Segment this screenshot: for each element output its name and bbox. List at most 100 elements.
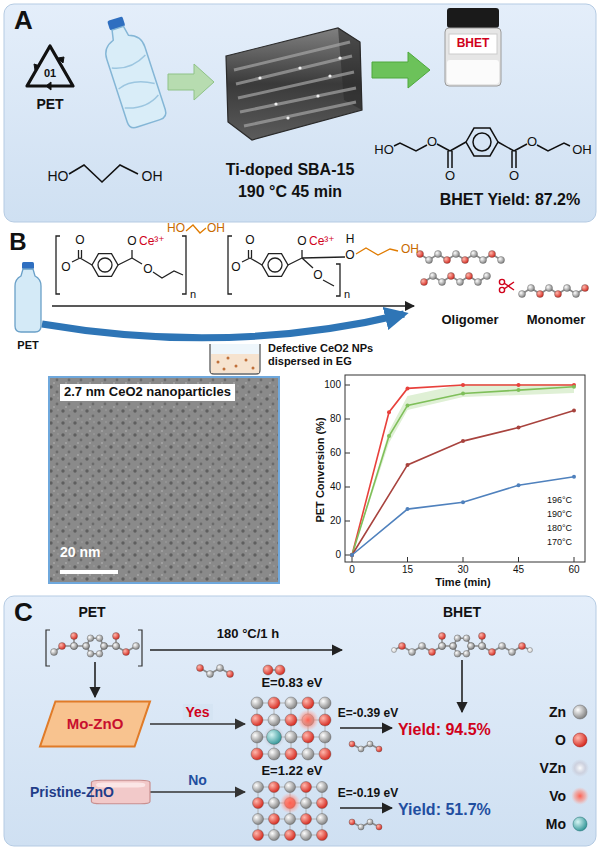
pet-chain (71, 633, 78, 640)
figure-label: Ce³⁺ (309, 235, 335, 249)
label-anchor: Ce³⁺ (309, 235, 335, 249)
label-anchor: OH (207, 222, 225, 236)
line-chart (345, 521, 350, 522)
scissors-icon (499, 287, 504, 292)
eg-molecule (69, 165, 138, 182)
scissors-icon (499, 279, 504, 284)
intermediate-structure (242, 250, 262, 265)
line-chart (345, 385, 350, 386)
bhet-vial (445, 28, 501, 86)
crystal-image: E=0.83 eV (245, 676, 339, 762)
pet-structure (56, 236, 60, 294)
reaction-arrow (340, 807, 392, 809)
beaker (210, 344, 260, 374)
label-anchor: O (313, 269, 322, 283)
pet-ring (96, 650, 103, 657)
beaker (235, 365, 238, 368)
label-anchor: O (245, 234, 254, 248)
figure-label: Time (min) (435, 576, 490, 589)
line-chart (461, 500, 465, 504)
line-chart (572, 385, 576, 389)
intermediate-structure (262, 254, 288, 277)
figure-label: O (75, 234, 84, 248)
sba15-support (286, 116, 289, 119)
crystal-lattice (302, 748, 314, 760)
label-anchor: O (61, 261, 70, 275)
figure-label: 0 (349, 564, 355, 576)
pet-ring (83, 643, 90, 650)
label-anchor: 15 (402, 564, 413, 576)
crystal-lattice (317, 798, 328, 809)
bhet-chain (468, 643, 475, 650)
bhet-vial (447, 60, 499, 84)
figure-label: O (245, 234, 254, 248)
crystal-lattice (285, 697, 297, 709)
crystal-lattice (319, 731, 331, 743)
reaction-arrow (94, 662, 96, 697)
bhet-chain (419, 643, 426, 650)
figure-label: O (313, 269, 322, 283)
figure-label: 45 (513, 564, 524, 576)
label-anchor: H (346, 233, 355, 247)
pet-chain (133, 643, 140, 650)
figure-label: HO (48, 168, 69, 184)
figure-label: E=-0.19 eV (338, 787, 398, 801)
figure-label: OH (572, 143, 592, 158)
figure-label: 190 °C 45 min (238, 183, 342, 201)
crystal-lattice (251, 748, 263, 760)
bhet-chain (499, 643, 506, 650)
intermediate-structure (336, 264, 340, 296)
bhet-ring (463, 650, 470, 657)
bhet-chain (519, 643, 526, 650)
crystal-lattice (317, 830, 328, 841)
label-anchor: n (344, 288, 350, 301)
label-anchor: HO (48, 168, 69, 184)
crystal-lattice (258, 787, 259, 835)
pet-chain (104, 646, 136, 652)
node-text: A (4, 4, 33, 36)
monomer-molecule (537, 291, 544, 298)
crystal-lattice (269, 782, 280, 793)
beaker (210, 344, 260, 374)
line-chart (345, 487, 350, 488)
recycle-symbol (27, 46, 73, 86)
label-anchor: O (345, 249, 354, 263)
line-chart (518, 557, 519, 562)
bhet-chain (479, 643, 486, 650)
line-chart (345, 375, 585, 562)
sba15-support (274, 102, 277, 105)
oligomer-molecule (439, 279, 446, 286)
figure-label: Yield: 94.5% (398, 721, 491, 739)
intermediate-structure (356, 248, 398, 255)
oligomer-molecule (475, 279, 482, 286)
pet-structure (92, 254, 118, 277)
figure-label: 60 (330, 447, 341, 459)
pet-ring (101, 643, 108, 650)
figure-label: HO (374, 143, 394, 158)
figure-label: n (344, 288, 350, 301)
line-chart (406, 386, 410, 390)
bhet-chain (439, 643, 446, 650)
label-anchor: Monomer (527, 313, 586, 328)
line-chart (352, 477, 574, 555)
label-anchor: 0 (335, 549, 341, 561)
crystal-lattice (280, 793, 301, 814)
tem-image (48, 376, 280, 584)
eg-molecule (227, 671, 234, 678)
label-anchor: Yield: 51.7% (398, 801, 491, 819)
crystal-lattice (253, 782, 264, 793)
label-anchor: 60 (568, 564, 579, 576)
legend-text: Zn (549, 704, 566, 720)
tem-image (48, 376, 280, 584)
figure-label: Defective CeO2 NPs dispersed in EG (268, 342, 408, 367)
label-anchor: OH (142, 168, 163, 184)
line-chart (345, 419, 350, 420)
legend-text: Mo (546, 816, 566, 832)
figure-label: H (346, 233, 355, 247)
atom-legend-sample (573, 705, 587, 719)
edge-label: Yes (182, 704, 212, 720)
beaker (223, 368, 226, 371)
label-anchor: O (555, 732, 566, 748)
crystal-lattice (317, 782, 328, 793)
pet-structure (182, 236, 186, 294)
